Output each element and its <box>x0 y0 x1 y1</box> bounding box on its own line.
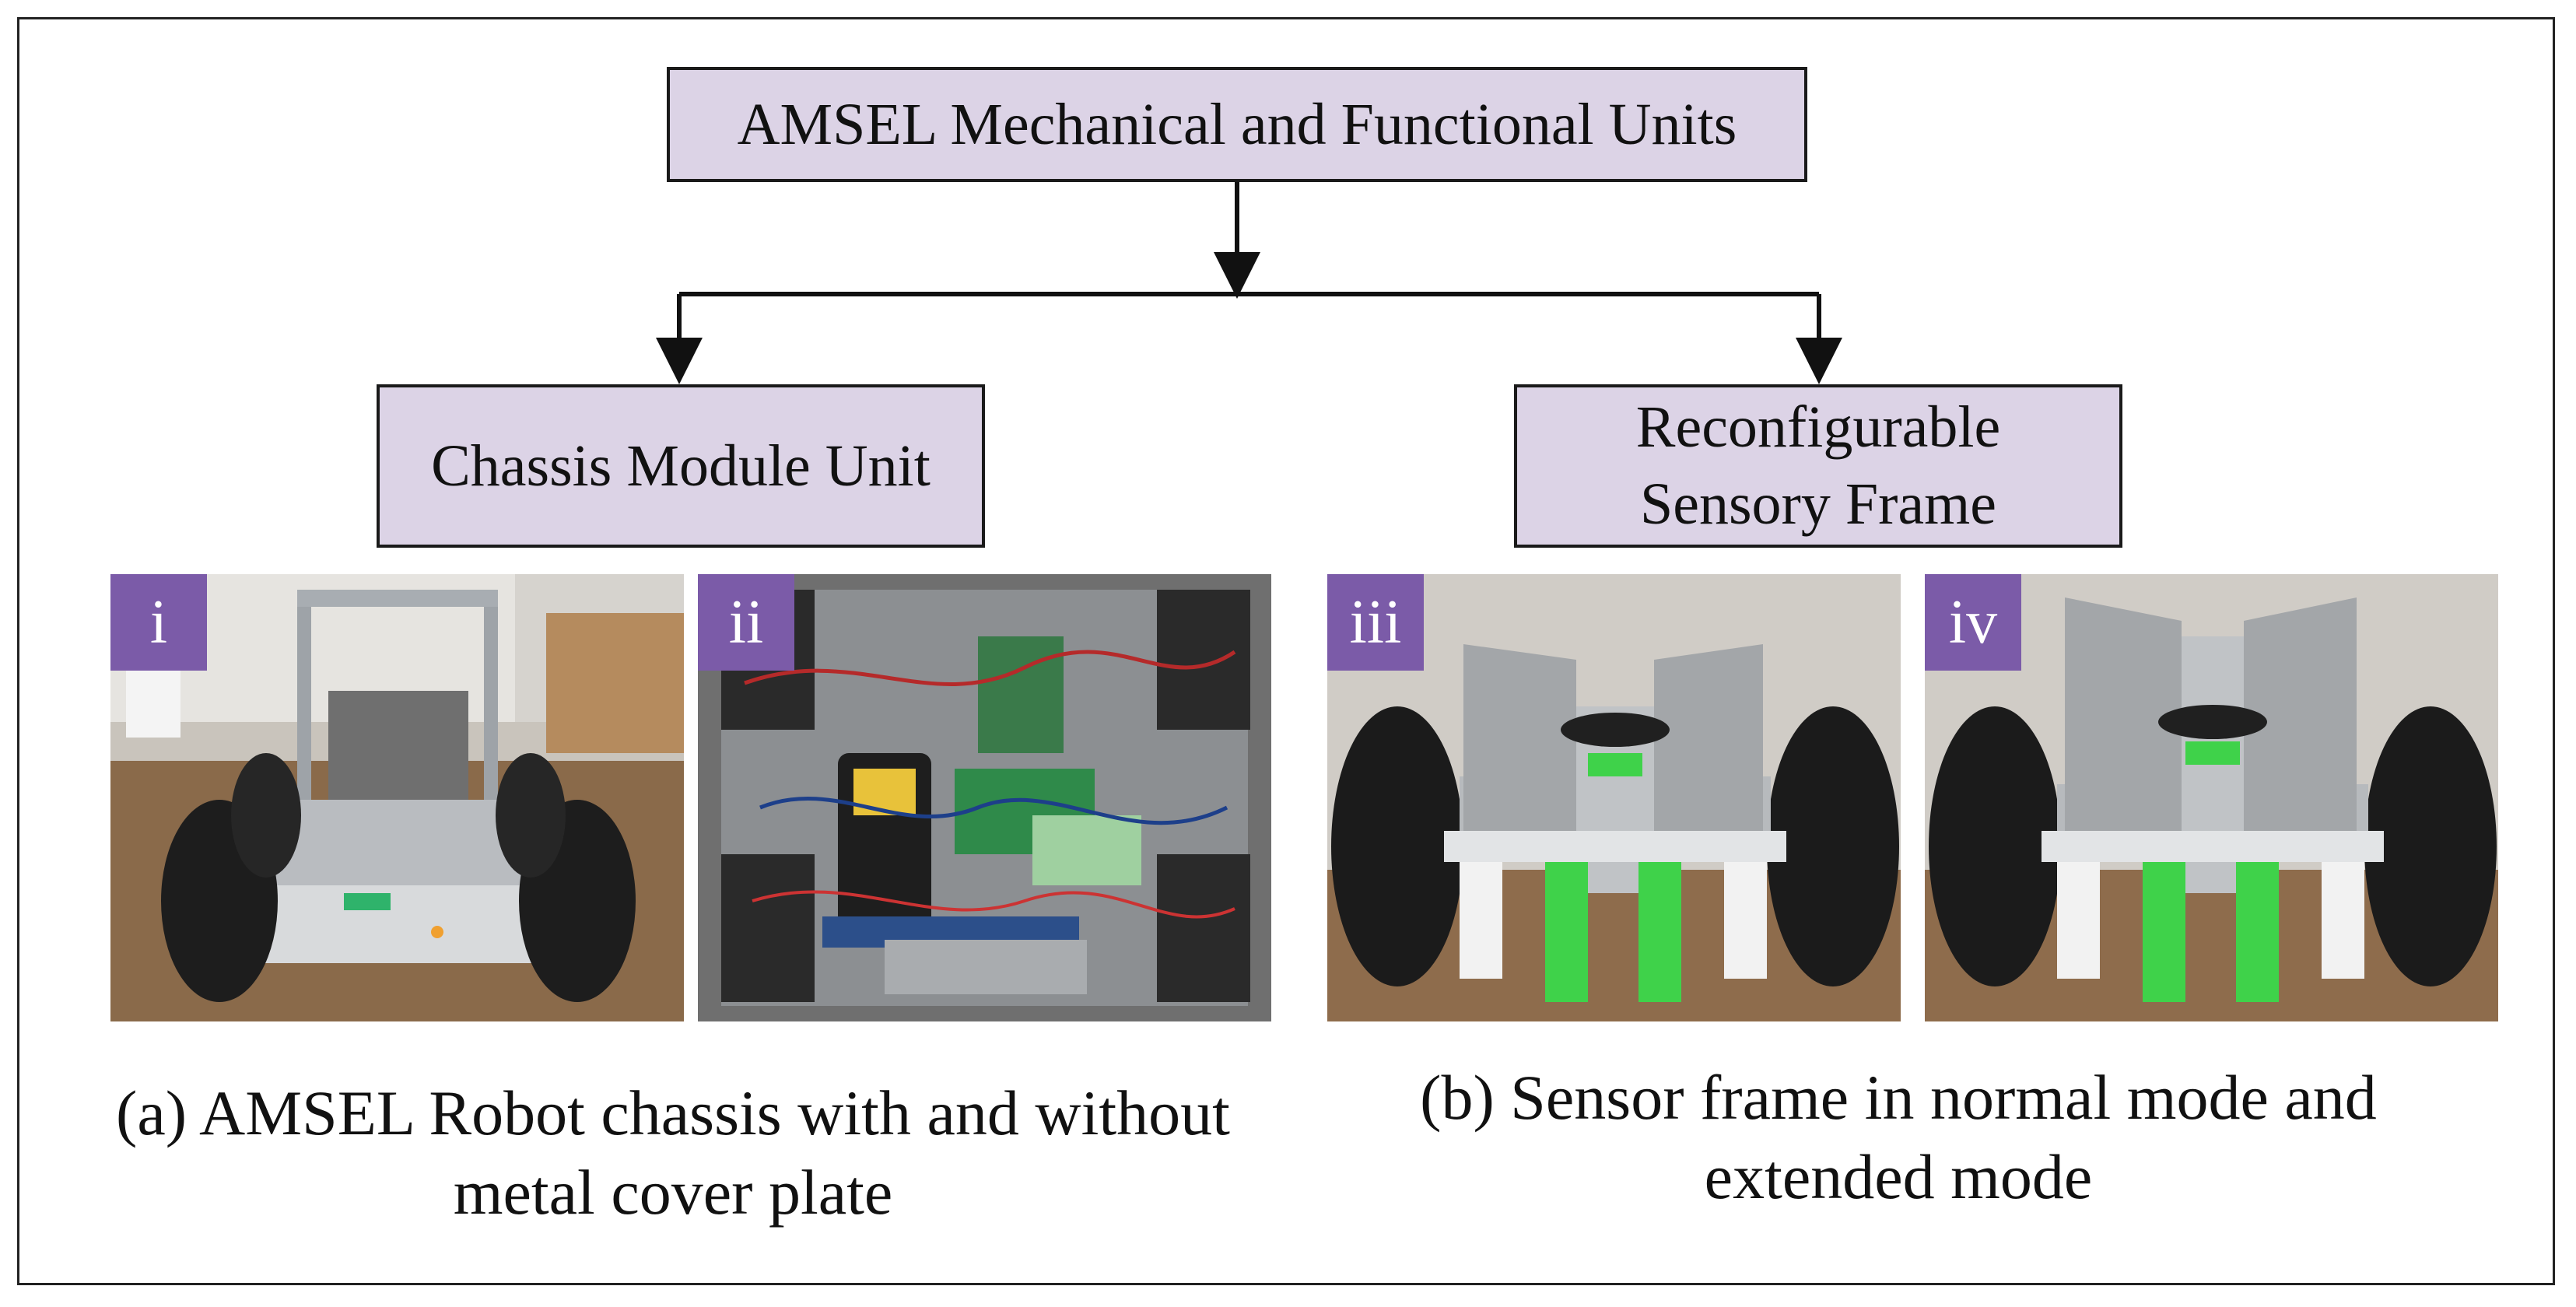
photo-badge-i: i <box>110 574 207 671</box>
root-node-box: AMSEL Mechanical and Functional Units <box>667 67 1807 182</box>
photo-badge-ii: ii <box>698 574 794 671</box>
caption-a-line2: metal cover plate <box>453 1156 893 1228</box>
figure-frame <box>17 17 2555 1285</box>
photo-sensor-frame-extended: iv <box>1925 574 2498 1021</box>
chassis-module-node-label: Chassis Module Unit <box>431 433 931 499</box>
photo-sensor-frame-normal: iii <box>1327 574 1901 1021</box>
root-node-label: AMSEL Mechanical and Functional Units <box>737 91 1737 157</box>
sensory-frame-node-line1: Reconfigurable <box>1635 394 2001 461</box>
caption-b-line2: extended mode <box>1704 1141 2093 1212</box>
caption-a-line1: (a) AMSEL Robot chassis with and without <box>116 1077 1230 1148</box>
photo-chassis-internals: ii <box>698 574 1271 1021</box>
chassis-module-node-box: Chassis Module Unit <box>377 384 985 548</box>
caption-a: (a) AMSEL Robot chassis with and without… <box>62 1074 1284 1232</box>
photo-badge-iii: iii <box>1327 574 1424 671</box>
caption-b: (b) Sensor frame in normal mode and exte… <box>1315 1058 2482 1216</box>
photo-chassis-covered: i <box>110 574 684 1021</box>
photo-badge-iv: iv <box>1925 574 2021 671</box>
caption-b-line1: (b) Sensor frame in normal mode and <box>1420 1062 2377 1133</box>
sensory-frame-node-line2: Sensory Frame <box>1639 471 1997 537</box>
sensory-frame-node-box: Reconfigurable Sensory Frame <box>1514 384 2122 548</box>
